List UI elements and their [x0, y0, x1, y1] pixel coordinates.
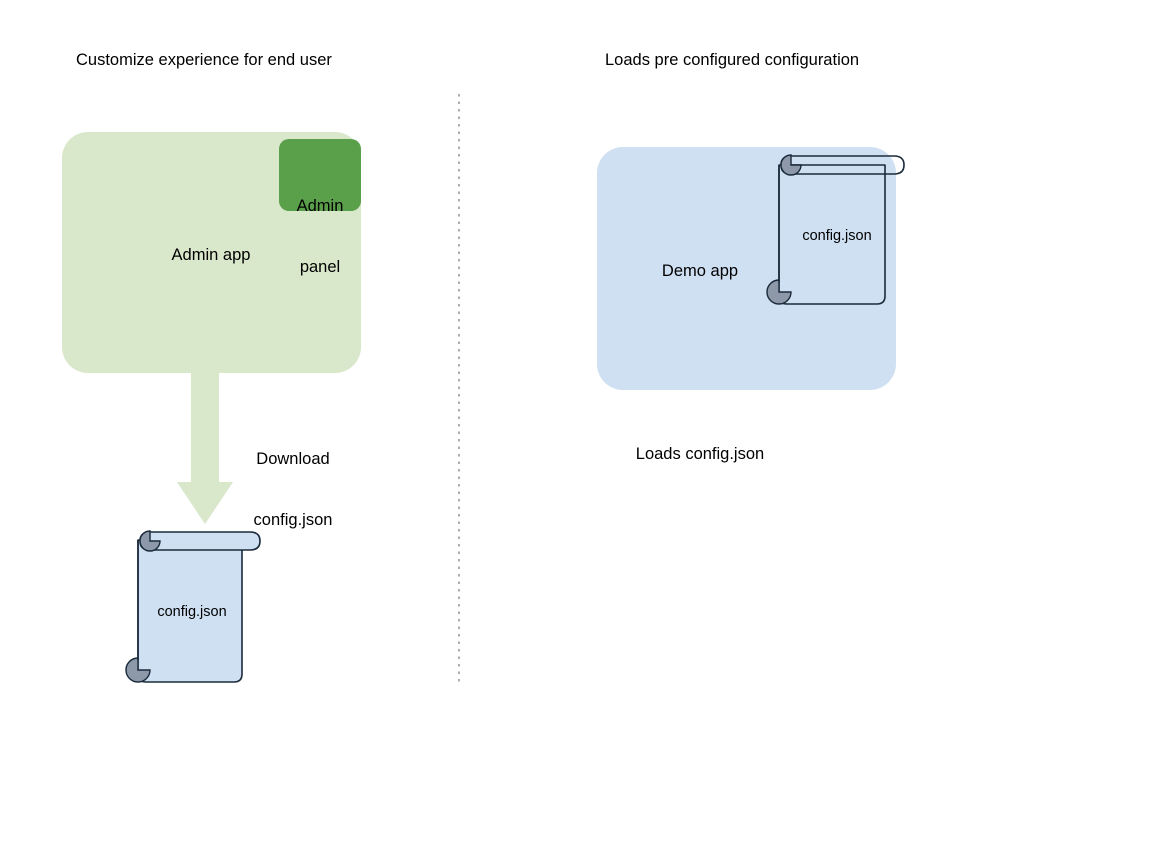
admin-panel-label-line2: panel — [299, 257, 341, 276]
right-panel-title: Loads pre configured configuration — [605, 51, 860, 69]
left-config-document[interactable] — [125, 530, 261, 683]
right-config-document[interactable] — [766, 154, 905, 305]
demo-app-label: Demo app — [661, 262, 739, 280]
admin-panel-label-line1: Admin — [296, 197, 344, 216]
admin-app-label: Admin app — [171, 246, 251, 264]
left-document-bottom-curl-knob — [125, 657, 151, 683]
download-arrow-label-line2: config.json — [253, 510, 333, 529]
loads-config-caption: Loads config.json — [635, 445, 765, 463]
right-document-bottom-curl-knob — [766, 279, 792, 305]
right-document-top-curl-knob — [780, 154, 802, 176]
right-document-label: config.json — [802, 228, 872, 244]
left-panel-title: Customize experience for end user — [76, 51, 332, 69]
left-document-top-curl-knob — [139, 530, 161, 552]
left-document-label: config.json — [157, 604, 227, 620]
download-arrow-label: Download config.json — [203, 409, 383, 570]
admin-panel-label: Admin panel — [270, 156, 370, 317]
download-arrow-label-line1: Download — [256, 450, 330, 469]
demo-app-box[interactable] — [597, 147, 896, 390]
download-arrow — [177, 373, 233, 524]
admin-panel-box[interactable] — [279, 139, 361, 211]
